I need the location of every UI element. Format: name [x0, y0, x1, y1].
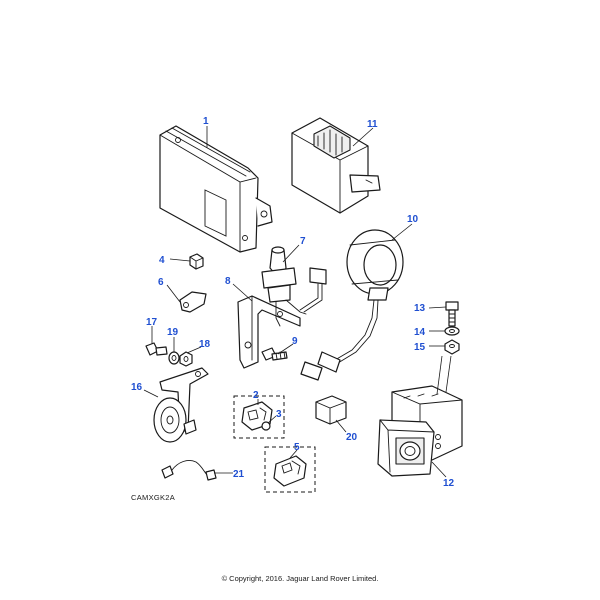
- part-5-group-box: [264, 446, 316, 493]
- callout-19: 19: [167, 327, 179, 338]
- part-15-nut: [444, 339, 460, 355]
- callout-4: 4: [159, 255, 165, 266]
- part-13-bolt: [445, 301, 459, 327]
- part-18-nut: [179, 351, 193, 367]
- callout-7: 7: [300, 236, 306, 247]
- part-6-clip: [179, 291, 207, 313]
- callout-8: 8: [225, 276, 231, 287]
- part-9-bolt: [261, 347, 288, 361]
- callout-14: 14: [414, 327, 426, 338]
- part-11-module: [291, 117, 381, 214]
- copyright-notice: © Copyright, 2016. Jaguar Land Rover Lim…: [221, 574, 379, 583]
- diagram-code: CAMXGK2A: [131, 493, 176, 502]
- callout-16: 16: [131, 382, 143, 393]
- callout-11: 11: [367, 119, 378, 130]
- callout-15: 15: [414, 342, 426, 353]
- part-2-group-box: [233, 395, 285, 439]
- callout-9: 9: [292, 336, 298, 347]
- callout-2: 2: [253, 390, 259, 401]
- callout-6: 6: [158, 277, 164, 288]
- part-14-washer: [444, 326, 460, 336]
- callout-18: 18: [199, 339, 211, 350]
- part-4-nut: [189, 253, 204, 270]
- callout-3: 3: [276, 409, 282, 420]
- part-1-control-module: [159, 125, 273, 253]
- callout-1: 1: [203, 116, 209, 127]
- leader-lines: [143, 126, 452, 478]
- part-7-actuator: [261, 246, 307, 327]
- callout-20: 20: [346, 432, 358, 443]
- callout-5: 5: [294, 442, 300, 453]
- part-21-wiring-lead: [161, 459, 217, 481]
- callout-10: 10: [407, 214, 419, 225]
- part-12-camera: [377, 385, 463, 477]
- callout-21: 21: [233, 469, 245, 480]
- callout-17: 17: [146, 317, 158, 328]
- part-10-rotary-coupler: [299, 229, 404, 381]
- part-16-horn: [153, 367, 209, 443]
- callout-13: 13: [414, 303, 426, 314]
- part-8-bracket: [237, 295, 301, 369]
- part-20-relay: [315, 395, 347, 425]
- callout-numbers: 1 11 10 4 7 6 8 9 17 19 18 16 2 3 5 20 2…: [131, 116, 455, 489]
- part-17-screw: [145, 342, 168, 356]
- callout-12: 12: [443, 478, 455, 489]
- part-19-washer: [168, 351, 180, 365]
